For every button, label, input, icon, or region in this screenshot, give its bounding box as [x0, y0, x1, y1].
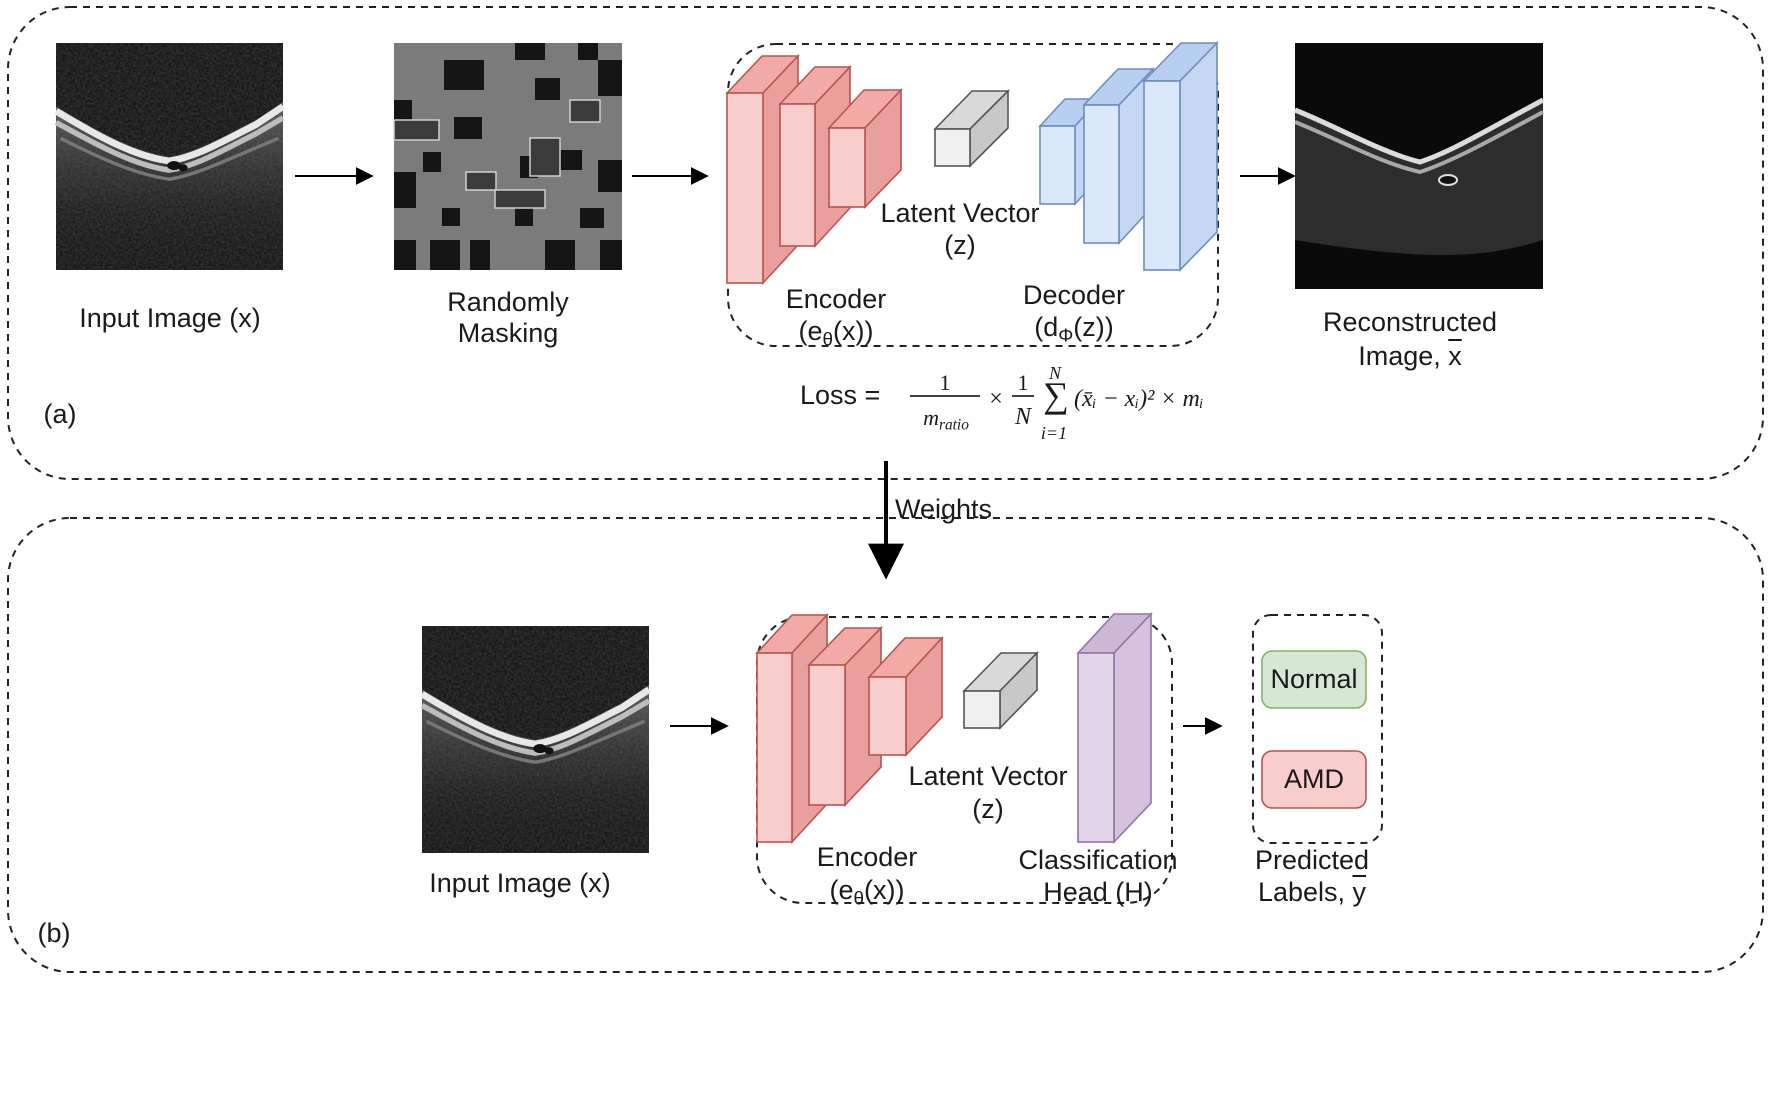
- decoder-blocks: [1038, 41, 1219, 272]
- loss-numerator-1: 1: [939, 370, 951, 395]
- panel-b-tag: (b): [37, 918, 71, 948]
- class-normal: Normal: [1270, 664, 1358, 694]
- loss-numerator-2: 1: [1017, 370, 1029, 395]
- normal-label-box: [1261, 650, 1367, 709]
- panel-a-frame: [7, 6, 1764, 480]
- latent-vector-cube-a: [933, 89, 1010, 168]
- loss-label: Loss =: [800, 380, 881, 410]
- loss-times-1: ×: [989, 386, 1003, 412]
- autoencoder-frame: [727, 43, 1219, 347]
- head-label-line1: Classification: [1018, 845, 1178, 875]
- encoder-label-a: Encoder: [785, 284, 887, 314]
- input-image-label-a: Input Image (x): [79, 303, 261, 333]
- panel-a-tag: (a): [43, 399, 77, 429]
- masking-label-line1: Randomly: [447, 287, 569, 317]
- classifier-frame: [756, 616, 1173, 904]
- latent-label-a-line1: Latent Vector: [880, 198, 1040, 228]
- loss-sum-top: N: [1048, 363, 1061, 383]
- latent-label-b-line1: Latent Vector: [908, 761, 1068, 791]
- class-amd: AMD: [1284, 764, 1344, 794]
- input-image-b: [422, 626, 649, 853]
- reconstructed-label-line1: Reconstructed: [1322, 307, 1498, 337]
- predicted-label-line1: Predicted: [1254, 845, 1370, 875]
- loss-denominator-m: mratio: [923, 405, 969, 434]
- decoder-label: Decoder: [1022, 280, 1126, 310]
- amd-label-box: [1261, 750, 1367, 809]
- encoder-fn-a: (eθ(x)): [798, 316, 874, 351]
- input-image-a: [56, 43, 283, 270]
- latent-label-b-line2: (z): [972, 794, 1004, 824]
- loss-denominator-n: N: [1014, 404, 1031, 430]
- classification-head-block: [1076, 611, 1153, 845]
- loss-term: (x̄ᵢ − xᵢ)² × mᵢ: [1074, 386, 1204, 412]
- panel-b-frame: [7, 517, 1764, 973]
- reconstructed-label-line2: Image, x: [1358, 341, 1462, 371]
- reconstructed-image: [1294, 43, 1545, 289]
- encoder-label-b: Encoder: [816, 842, 918, 872]
- loss-sum-bottom: i=1: [1040, 423, 1068, 443]
- predicted-label-line2: Labels, y: [1257, 877, 1367, 907]
- encoder-blocks-b: [755, 612, 944, 845]
- masking-label-line2: Masking: [457, 318, 559, 348]
- decoder-fn: (dΦ(z)): [1034, 312, 1114, 347]
- head-label-line2: Head (H): [1043, 877, 1153, 907]
- latent-label-a-line2: (z): [944, 230, 976, 260]
- masked-image: [393, 43, 622, 270]
- loss-sum-symbol: ∑: [1043, 375, 1069, 415]
- weights-label: Weights: [895, 494, 993, 524]
- input-image-label-b: Input Image (x): [429, 868, 611, 898]
- encoder-blocks-a: [725, 53, 903, 286]
- encoder-fn-b: (eθ(x)): [829, 875, 905, 910]
- latent-vector-cube-b: [962, 651, 1039, 730]
